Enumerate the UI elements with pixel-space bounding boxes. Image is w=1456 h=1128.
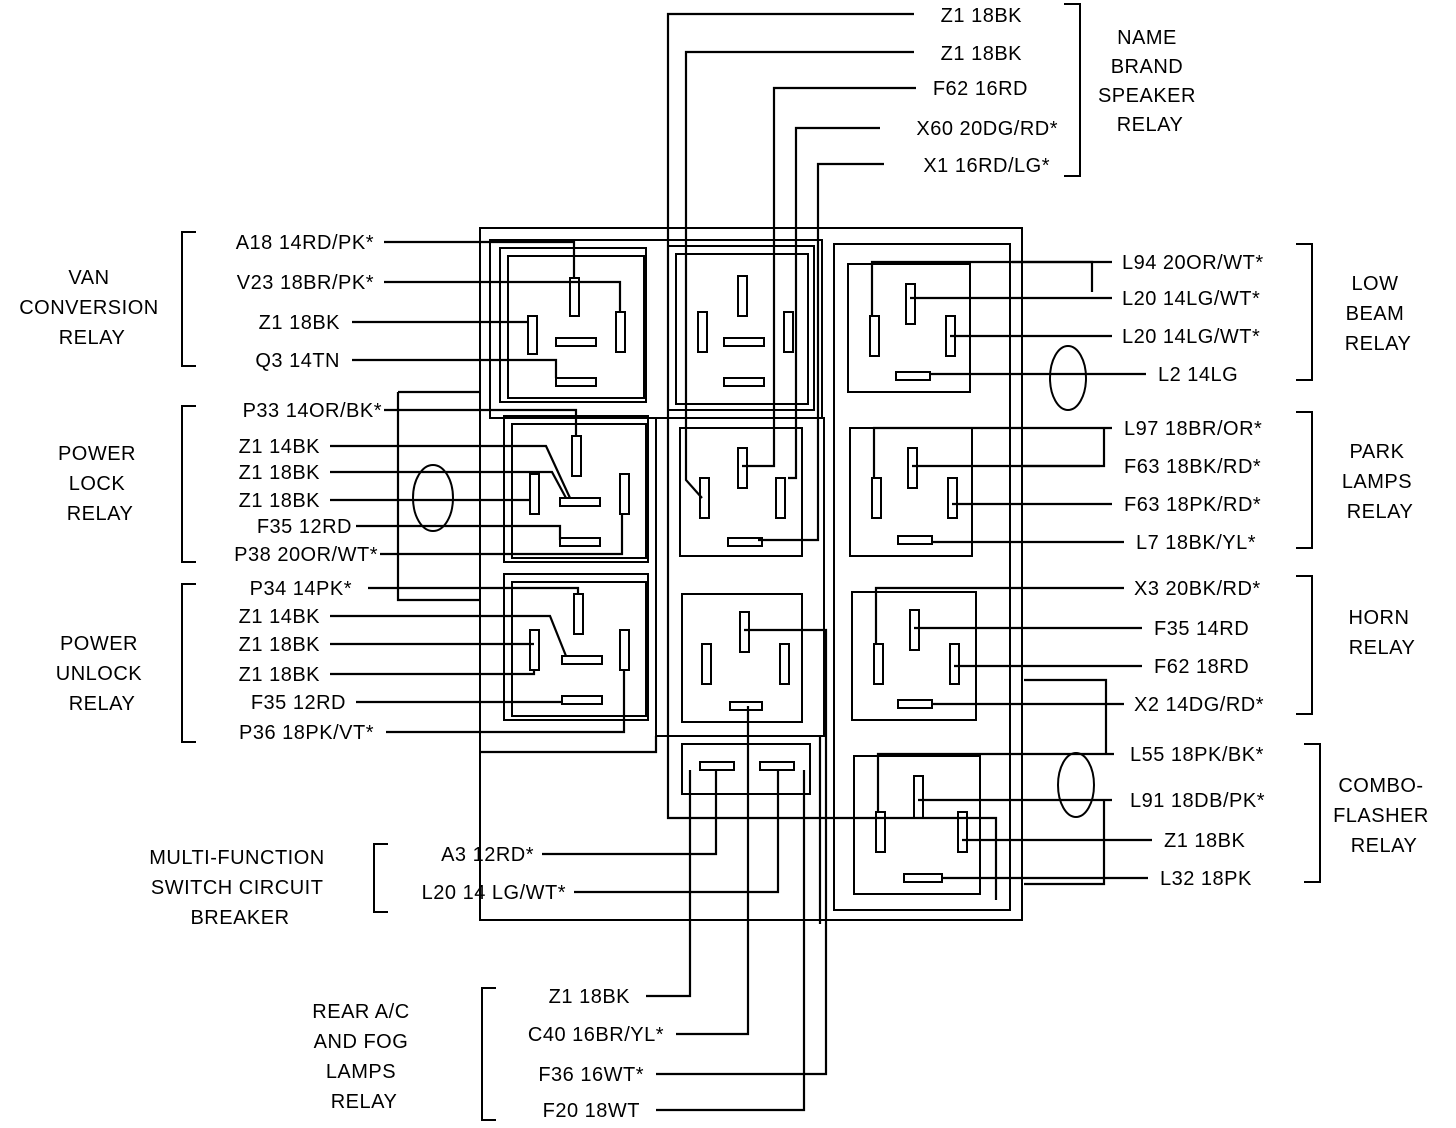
wire-label: Z1 18BK <box>239 462 320 484</box>
bracket-name-brand-speaker <box>1064 3 1081 177</box>
bracket-power-unlock <box>181 583 196 743</box>
wire-label: L94 20OR/WT* <box>1122 252 1264 274</box>
relay-label-horn: HORN RELAY <box>1349 607 1416 659</box>
brackets <box>181 3 1321 1121</box>
wire-label: F35 14RD <box>1154 618 1249 640</box>
wire-label: X60 20DG/RD* <box>916 118 1058 140</box>
wire-label: Z1 18BK <box>239 664 320 686</box>
relay-label-combo-flasher: COMBO- FLASHER RELAY <box>1333 775 1435 857</box>
wire-label: F63 18PK/RD* <box>1124 494 1261 516</box>
bracket-van-conversion <box>181 231 196 367</box>
wire-label: L55 18PK/BK* <box>1130 744 1264 766</box>
relay-socket-power-lock <box>503 415 649 563</box>
wire-label: P34 14PK* <box>250 578 352 600</box>
wires <box>330 12 1152 1112</box>
housing <box>412 227 1095 921</box>
relay-socket-park-lamps <box>849 427 973 557</box>
wire-label: Z1 18BK <box>941 5 1022 27</box>
wire-label: A3 12RD* <box>441 844 534 866</box>
mounting-hole-left <box>412 464 454 532</box>
relay-label-power-unlock: POWER UNLOCK RELAY <box>56 633 148 715</box>
wire-label: P33 14OR/BK* <box>243 400 382 422</box>
mounting-hole-right-bottom <box>1057 752 1095 818</box>
wire-label: F36 16WT* <box>538 1064 644 1086</box>
circuit-breaker-socket <box>681 743 811 795</box>
wire-label: Z1 18BK <box>239 634 320 656</box>
relay-label-rear-ac-fog: REAR A/C AND FOG LAMPS RELAY <box>312 1001 415 1113</box>
bracket-horn <box>1296 575 1313 715</box>
wire-label: V23 18BR/PK* <box>237 272 374 294</box>
wire-label: L91 18DB/PK* <box>1130 790 1265 812</box>
relay-socket-low-beam <box>847 263 971 393</box>
relay-label-name-brand-speaker: NAME BRAND SPEAKER RELAY <box>1098 27 1202 136</box>
relay-socket-name-brand-speaker <box>667 245 815 411</box>
relay-label-power-lock: POWER LOCK RELAY <box>58 443 142 525</box>
bracket-park-lamps <box>1296 411 1313 549</box>
wire-label: L2 14LG <box>1158 364 1238 386</box>
wire-label: Z1 18BK <box>1164 830 1245 852</box>
bracket-breaker <box>373 843 388 913</box>
wire-labels: Z1 18BK Z1 18BK F62 16RD X60 20DG/RD* X1… <box>234 5 1265 1122</box>
relay-socket-combo-flasher <box>853 755 981 895</box>
wire-label: Z1 14BK <box>239 606 320 628</box>
wire-label: F20 18WT <box>543 1100 640 1122</box>
wire-label: X3 20BK/RD* <box>1134 578 1261 600</box>
relay-socket-power-unlock <box>503 573 649 721</box>
relay-labels: NAME BRAND SPEAKER RELAY VAN CONVERSION … <box>19 27 1435 1113</box>
wire-label: Z1 18BK <box>259 312 340 334</box>
bracket-combo-flasher <box>1304 743 1321 883</box>
relay-socket-center-middle <box>679 427 803 557</box>
relay-label-low-beam: LOW BEAM RELAY <box>1345 273 1412 355</box>
wire-label: F63 18BK/RD* <box>1124 456 1261 478</box>
wire-label: Z1 18BK <box>941 43 1022 65</box>
wire-label: L20 14LG/WT* <box>1122 326 1260 348</box>
wire-label: Z1 18BK <box>549 986 630 1008</box>
wire-label: Z1 14BK <box>239 436 320 458</box>
wire-label: A18 14RD/PK* <box>236 232 374 254</box>
relay-socket-rear-ac-fog <box>681 593 803 723</box>
wire-label: L97 18BR/OR* <box>1124 418 1262 440</box>
wire-label: F62 18RD <box>1154 656 1249 678</box>
wire-label: Z1 18BK <box>239 490 320 512</box>
wire-label: L7 18BK/YL* <box>1136 532 1256 554</box>
relay-label-park-lamps: PARK LAMPS RELAY <box>1342 441 1418 523</box>
wire-label: P36 18PK/VT* <box>239 722 374 744</box>
wire-label: P38 20OR/WT* <box>234 544 378 566</box>
wire-label: L20 14 LG/WT* <box>422 882 566 904</box>
wire-label: X2 14DG/RD* <box>1134 694 1264 716</box>
wire-label: F62 16RD <box>933 78 1028 100</box>
relay-label-van-conversion: VAN CONVERSION RELAY <box>19 267 165 349</box>
bracket-power-lock <box>181 405 196 563</box>
bracket-low-beam <box>1296 243 1313 381</box>
wire-label: C40 16BR/YL* <box>528 1024 664 1046</box>
mounting-hole-right-top <box>1049 345 1087 411</box>
wire-label: L32 18PK <box>1160 868 1252 890</box>
bracket-rear-ac <box>481 987 496 1121</box>
wire-label: L20 14LG/WT* <box>1122 288 1260 310</box>
relay-label-multi-function-breaker: MULTI-FUNCTION SWITCH CIRCUIT BREAKER <box>149 847 331 929</box>
wire-label: F35 12RD <box>257 516 352 538</box>
relay-socket-horn <box>851 591 977 721</box>
wire-label: F35 12RD <box>251 692 346 714</box>
wire-label: Q3 14TN <box>255 350 340 372</box>
wire-label: X1 16RD/LG* <box>923 155 1050 177</box>
